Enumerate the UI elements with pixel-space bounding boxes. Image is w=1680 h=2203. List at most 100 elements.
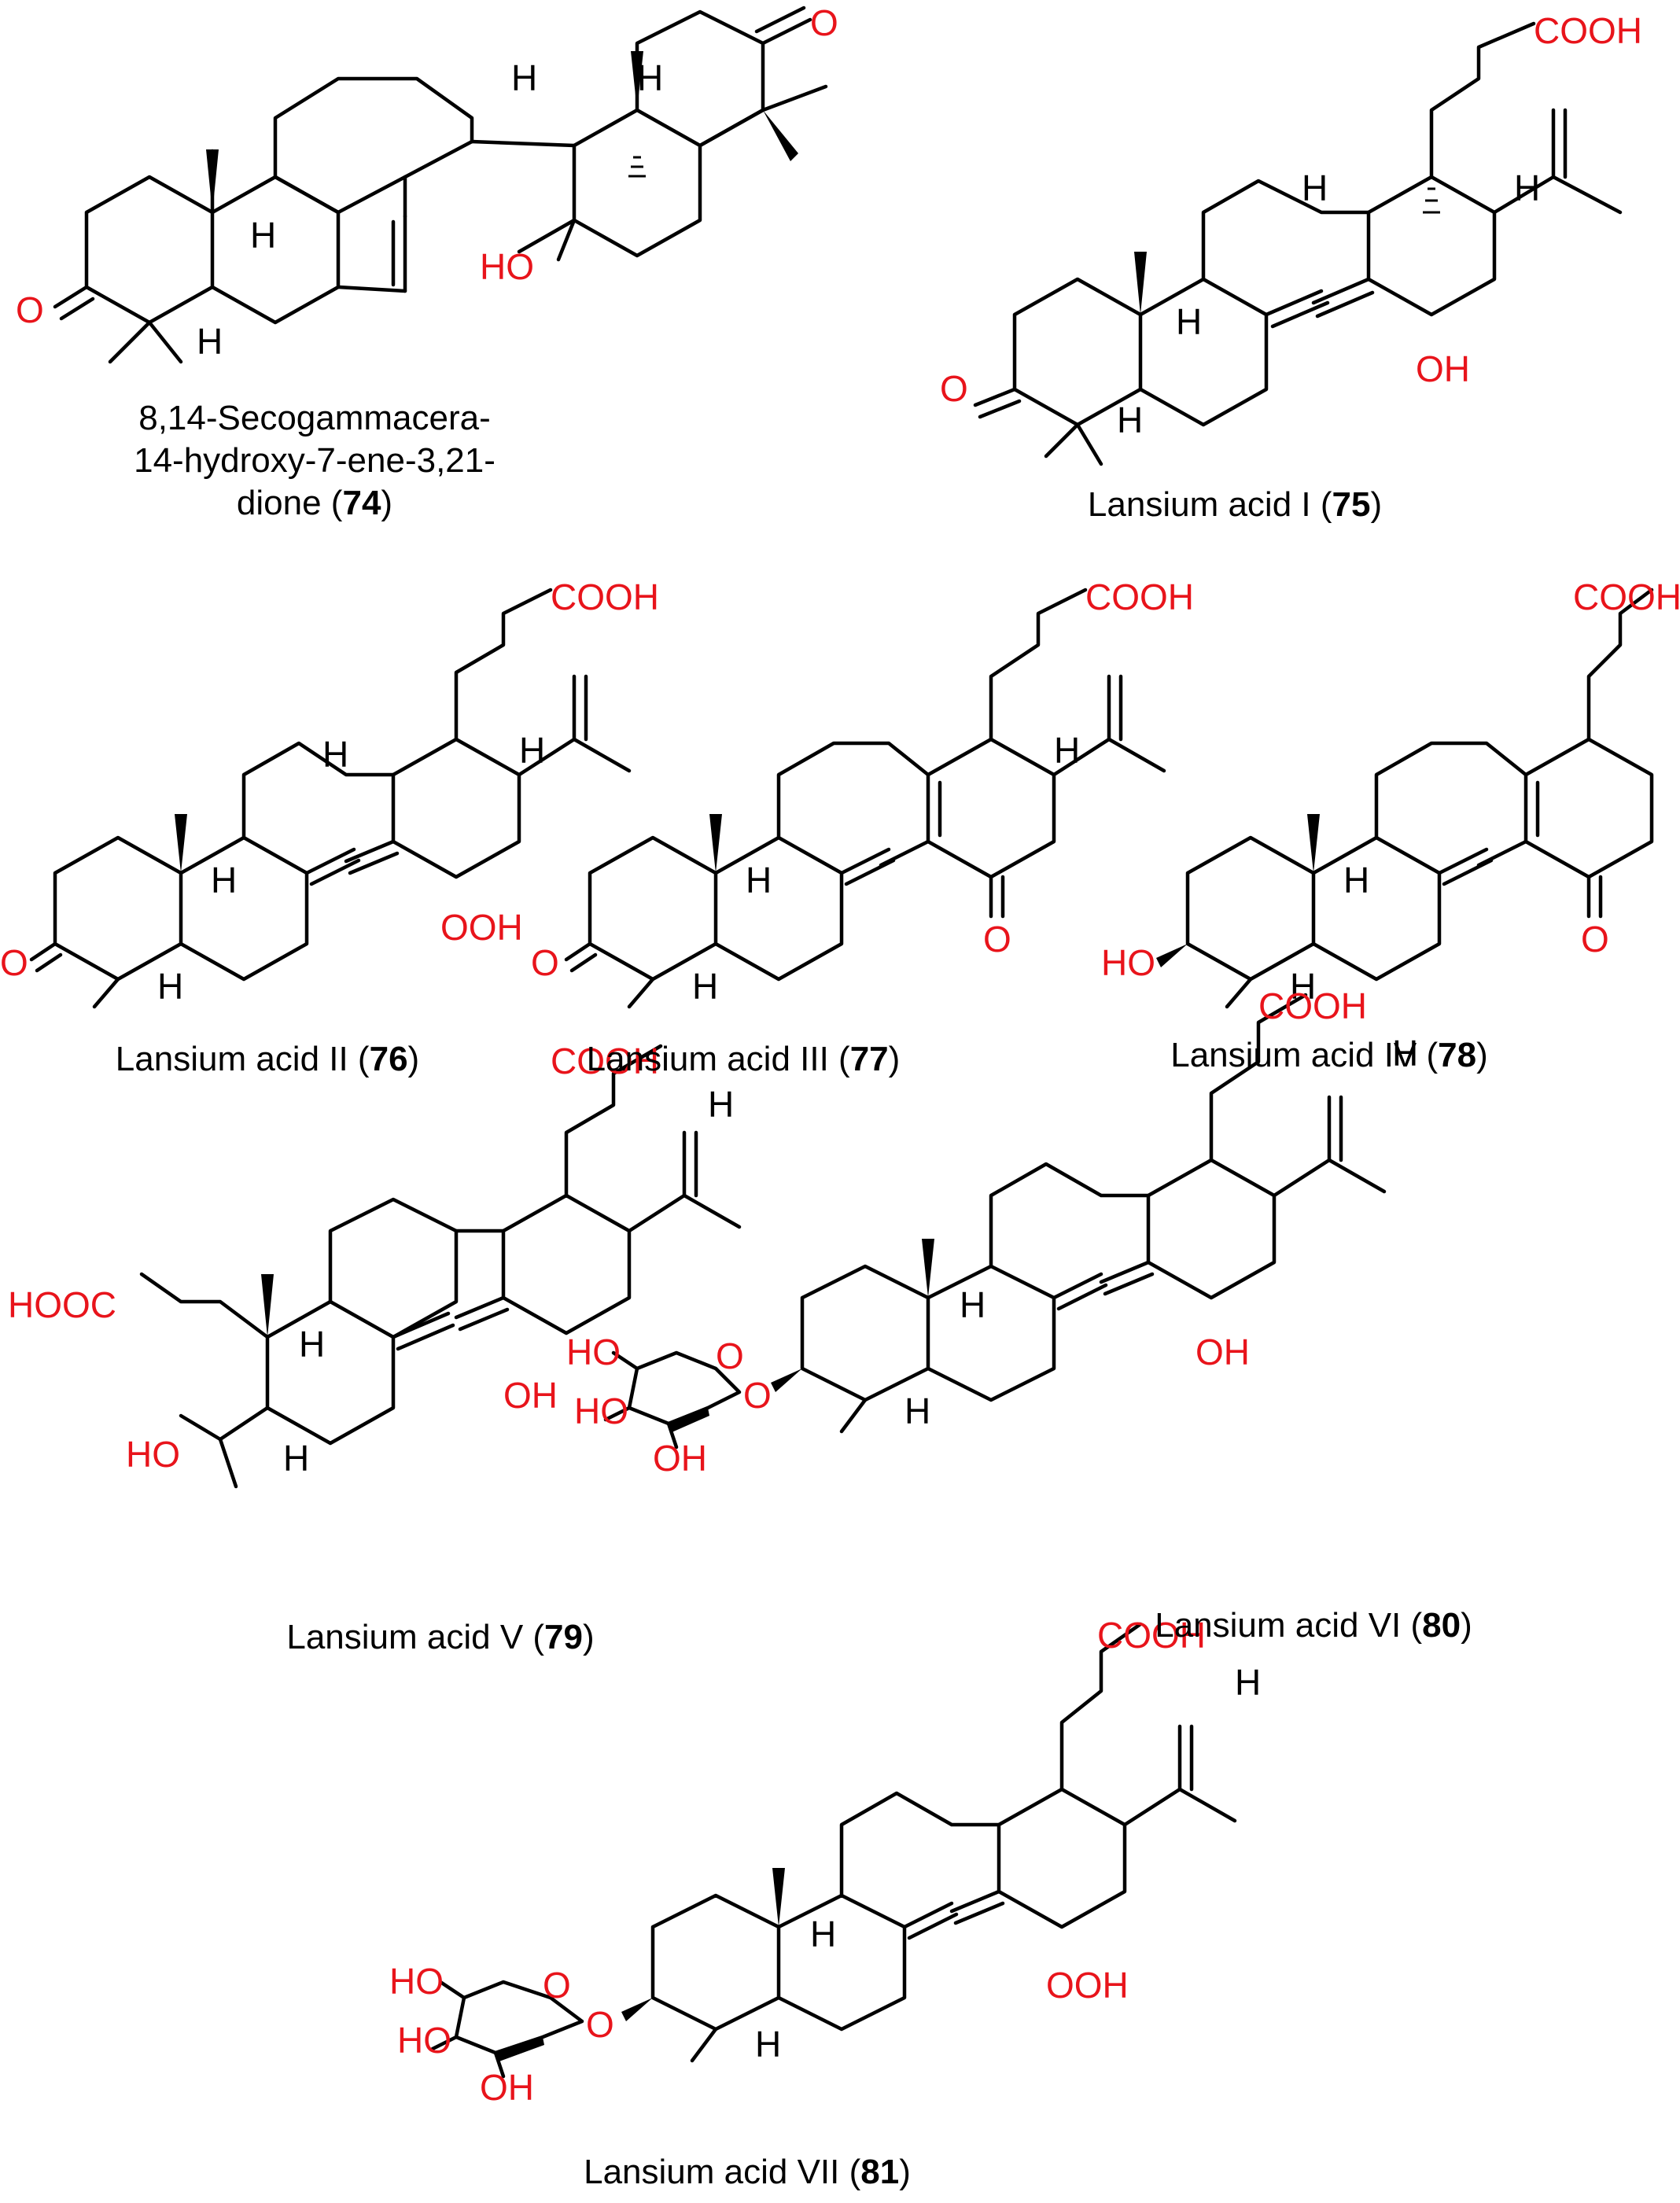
caption-text: Lansium acid III ( xyxy=(586,1040,850,1078)
atom-ho: HO xyxy=(126,1434,180,1475)
structure-77: COOH O O H H H xyxy=(531,577,1194,1009)
atom-h: H xyxy=(1343,860,1369,901)
caption-text: Lansium acid I ( xyxy=(1087,485,1332,524)
atom-oh: OH xyxy=(653,1438,707,1479)
caption-76: Lansium acid II (76) xyxy=(79,1038,456,1081)
atom-h: H xyxy=(1235,1662,1261,1703)
caption-81: Lansium acid VII (81) xyxy=(543,2151,952,2194)
atom-h: H xyxy=(1514,168,1540,208)
caption-text: Lansium acid VI ( xyxy=(1155,1606,1423,1645)
atom-oh: OH xyxy=(1196,1332,1250,1372)
atom-cooh: COOH xyxy=(1085,577,1194,617)
atom-cooh: COOH xyxy=(1573,577,1680,617)
caption-77: Lansium acid III (77) xyxy=(551,1038,936,1081)
atom-cooh: COOH xyxy=(1258,985,1367,1026)
atom-h: H xyxy=(322,734,348,775)
caption-close: ) xyxy=(888,1040,901,1078)
atom-h: H xyxy=(960,1284,986,1325)
caption-text: Lansium acid II ( xyxy=(115,1040,370,1078)
structure-79: COOH HOOC HO OH H H H xyxy=(8,1041,742,1489)
caption-text: Lansium acid VII ( xyxy=(584,2153,861,2191)
atom-cooh: COOH xyxy=(551,1041,659,1081)
atom-h: H xyxy=(904,1391,930,1431)
atom-h: H xyxy=(692,966,718,1007)
caption-close: ) xyxy=(583,1618,595,1656)
atom-h: H xyxy=(708,1084,734,1125)
atom-o: O xyxy=(543,1965,571,2006)
structure-74: H H H H O O HO xyxy=(16,2,838,364)
atom-h: H xyxy=(283,1438,309,1479)
caption-close: ) xyxy=(381,484,393,522)
structure-75: COOH O OH H H H H xyxy=(940,10,1642,466)
atom-h: H xyxy=(1176,301,1202,342)
caption-text: Lansium acid V ( xyxy=(286,1618,545,1656)
atom-o: O xyxy=(983,919,1011,960)
atom-o: O xyxy=(16,289,44,330)
caption-75: Lansium acid I (75) xyxy=(1054,484,1416,526)
atom-h: H xyxy=(1392,1033,1418,1074)
atom-h: H xyxy=(511,57,537,98)
compound-number: 75 xyxy=(1332,485,1371,524)
caption-close: ) xyxy=(1476,1036,1488,1074)
atom-cooh: COOH xyxy=(1097,1615,1206,1656)
compound-number: 77 xyxy=(849,1040,889,1078)
compound-number: 80 xyxy=(1422,1606,1461,1645)
atom-ho: HO xyxy=(566,1332,621,1372)
atom-o: O xyxy=(716,1335,744,1376)
atom-o: O xyxy=(531,942,559,983)
atom-o: O xyxy=(940,368,968,409)
atom-o: O xyxy=(743,1375,772,1416)
atom-oh: HO xyxy=(480,246,534,287)
caption-78: Lansium acid IV (78) xyxy=(1133,1034,1526,1077)
caption-74-line2: 14-hydroxy-7-ene-3,21- xyxy=(134,441,496,480)
atom-h: H xyxy=(157,966,183,1007)
structure-76: COOH O OOH H H H H xyxy=(0,577,659,1009)
atom-h: H xyxy=(211,860,237,901)
caption-text: Lansium acid IV ( xyxy=(1170,1036,1439,1074)
caption-text: dione ( xyxy=(236,484,343,522)
atom-ho: HO xyxy=(397,2020,451,2061)
atom-h: H xyxy=(810,1914,836,1954)
compound-number: 79 xyxy=(544,1618,583,1656)
atom-cooh: COOH xyxy=(551,577,659,617)
atom-cooh: COOH xyxy=(1534,10,1642,51)
atom-h: H xyxy=(746,860,772,901)
atom-ho: HO xyxy=(389,1961,444,2002)
caption-74: 8,14-Secogammacera- 14-hydroxy-7-ene-3,2… xyxy=(102,397,527,525)
atom-h: H xyxy=(250,215,276,256)
structure-81: COOH O O HO HO OH OOH H H H xyxy=(389,1615,1261,2108)
atom-h: H xyxy=(1302,168,1328,208)
atom-h: H xyxy=(1117,400,1143,440)
caption-74-line3: dione (74) xyxy=(102,482,527,525)
caption-close: ) xyxy=(899,2153,911,2191)
atom-o: O xyxy=(810,2,838,43)
compound-number: 74 xyxy=(342,484,381,522)
caption-close: ) xyxy=(1370,485,1383,524)
structure-78: COOH HO O H H xyxy=(1101,577,1680,1009)
compound-number: 78 xyxy=(1438,1036,1477,1074)
atom-ho: HO xyxy=(1101,942,1155,983)
atom-h: H xyxy=(299,1324,325,1365)
atom-h: H xyxy=(637,57,663,98)
atom-oh: OH xyxy=(480,2067,534,2108)
atom-h: H xyxy=(197,321,223,362)
atom-hooc: HOOC xyxy=(8,1284,116,1325)
caption-80: Lansium acid VI (80) xyxy=(1117,1604,1510,1647)
compound-number: 76 xyxy=(369,1040,408,1078)
atom-ooh: OOH xyxy=(1046,1965,1129,2006)
compound-number: 81 xyxy=(860,2153,900,2191)
atom-ooh: OOH xyxy=(440,907,523,948)
atom-h: H xyxy=(755,2024,781,2065)
atom-h: H xyxy=(1054,730,1080,771)
caption-79: Lansium acid V (79) xyxy=(252,1616,629,1659)
structure-80: COOH O O HO HO OH OH H H H xyxy=(566,985,1418,1479)
caption-close: ) xyxy=(1461,1606,1472,1645)
atom-h: H xyxy=(519,730,545,771)
caption-74-line1: 8,14-Secogammacera- xyxy=(138,399,491,437)
atom-o: O xyxy=(586,2004,614,2045)
atom-oh: OH xyxy=(1416,348,1470,389)
atom-oh: OH xyxy=(503,1375,558,1416)
atom-o: O xyxy=(1581,919,1609,960)
caption-close: ) xyxy=(407,1040,420,1078)
